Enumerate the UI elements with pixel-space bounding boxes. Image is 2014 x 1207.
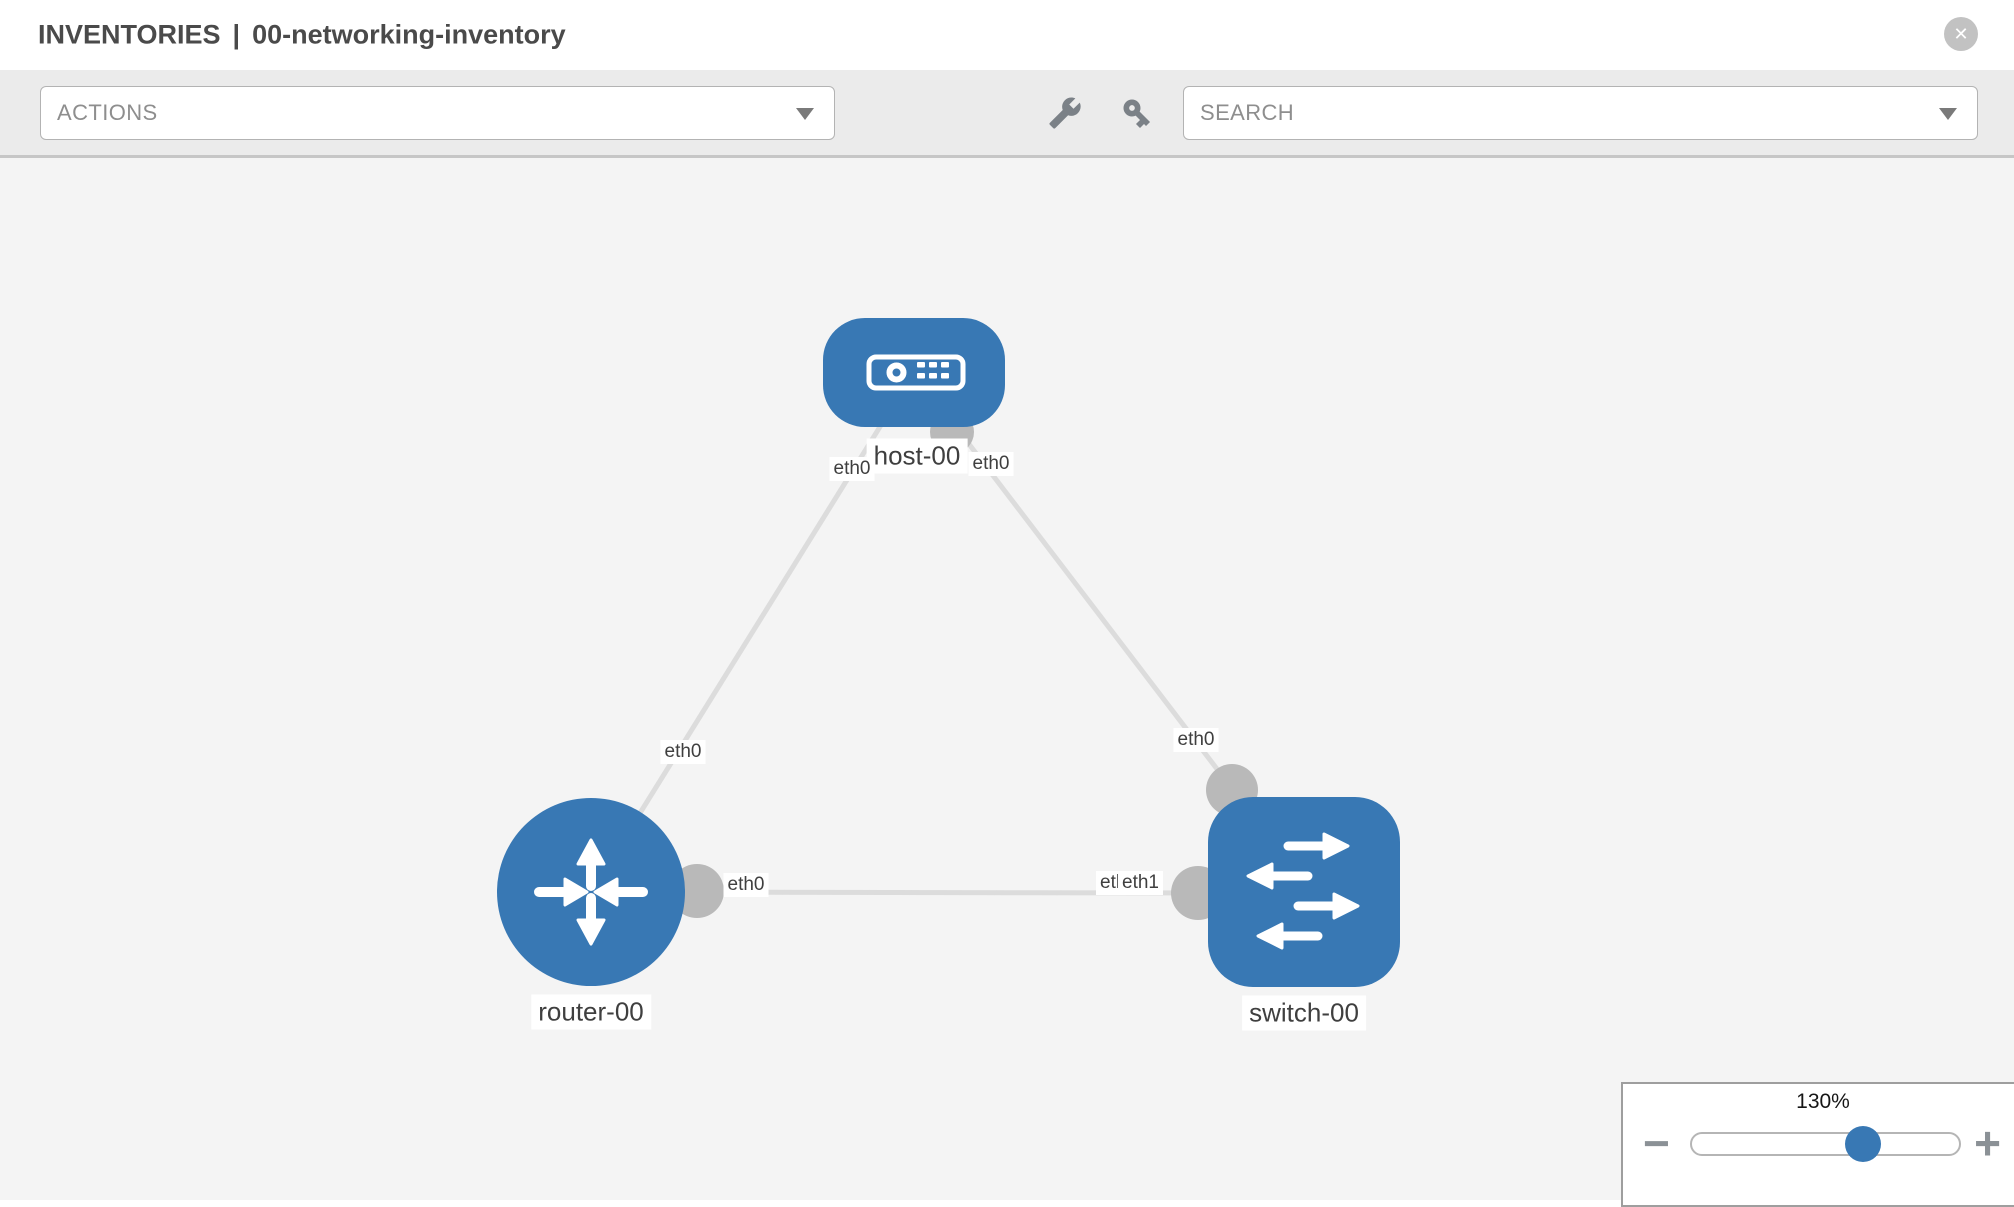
search-dropdown-label: SEARCH — [1200, 100, 1295, 125]
zoom-level-value: 130% — [1796, 1090, 1850, 1113]
chevron-down-icon — [1939, 107, 1957, 120]
router-icon — [534, 838, 648, 946]
toolbar: ACTIONS SEARCH — [0, 70, 2014, 158]
topology-canvas[interactable]: host-00 router-00 switch-00 eth0 eth0 et… — [0, 158, 2014, 1207]
topology-graph — [497, 318, 1400, 987]
title-divider: | — [232, 19, 241, 50]
key-icon[interactable] — [1120, 96, 1154, 130]
close-icon: ✕ — [1953, 23, 1969, 44]
chevron-down-icon — [796, 107, 814, 120]
zoom-slider-thumb[interactable] — [1845, 1126, 1881, 1162]
node-label-router: router-00 — [531, 994, 651, 1030]
iface-label-host-left: eth0 — [829, 457, 875, 481]
node-host-00[interactable] — [823, 318, 1005, 427]
iface-label-router-right: eth0 — [723, 873, 769, 897]
node-label-host: host-00 — [866, 438, 968, 474]
actions-dropdown-label: ACTIONS — [57, 100, 158, 125]
close-button[interactable]: ✕ — [1944, 17, 1978, 51]
host-icon — [866, 354, 966, 391]
actions-dropdown[interactable]: ACTIONS — [40, 86, 835, 140]
search-dropdown[interactable]: SEARCH — [1183, 86, 1978, 140]
iface-label-link-host-switch: eth0 — [1173, 728, 1219, 752]
zoom-slider-track[interactable] — [1690, 1132, 1961, 1156]
page-title: INVENTORIES | 00-networking-inventory — [38, 20, 566, 51]
iface-label-switch-left: eth1 — [1118, 871, 1163, 895]
switch-icon — [1246, 832, 1360, 950]
title-bar: INVENTORIES | 00-networking-inventory ✕ — [0, 0, 2014, 70]
zoom-out-button[interactable]: − — [1643, 1117, 1670, 1169]
node-router-00[interactable] — [497, 798, 685, 986]
iface-label-link-host-router: eth0 — [660, 740, 706, 764]
zoom-panel: 130% − + — [1621, 1082, 2014, 1207]
iface-label-host-right: eth0 — [968, 452, 1014, 476]
wrench-icon[interactable] — [1048, 96, 1082, 130]
node-label-switch: switch-00 — [1242, 995, 1366, 1031]
breadcrumb: INVENTORIES — [38, 19, 221, 50]
node-switch-00[interactable] — [1208, 797, 1400, 987]
inventory-name: 00-networking-inventory — [252, 19, 566, 50]
tool-icon-group — [1048, 70, 1154, 155]
zoom-in-button[interactable]: + — [1974, 1117, 2001, 1169]
